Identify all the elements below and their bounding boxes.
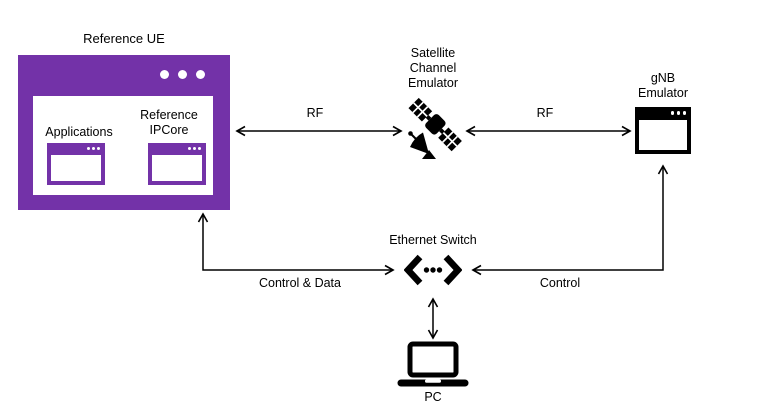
edge-label-control-and-data: Control & Data: [259, 276, 341, 290]
ethernet-switch-label: Ethernet Switch: [389, 233, 477, 247]
gnb-label-line1: gNB: [650, 71, 676, 85]
window-icon: [47, 143, 105, 185]
gnb-emulator-label: gNB Emulator: [623, 71, 703, 101]
gnb-label-line2: Emulator: [637, 85, 689, 100]
reference-ue-title: Reference UE: [83, 31, 165, 46]
edge-label-rf-left: RF: [306, 106, 324, 120]
reference-ue-panel: Applications Reference IPCore: [33, 96, 213, 195]
window-body: [51, 155, 101, 181]
window-icon: [635, 107, 691, 154]
window-dots-icon: [188, 147, 201, 150]
edge-control: [473, 166, 663, 270]
reference-ipcore-label: Reference IPCore: [125, 108, 213, 138]
satellite-label-line2: Channel: [409, 60, 457, 75]
satellite-label-line1: Satellite: [410, 46, 456, 60]
reference-ue-window: Applications Reference IPCore: [18, 55, 230, 210]
laptop-icon: [397, 341, 469, 387]
ethernet-switch-icon: [404, 254, 462, 286]
edge-label-control: Control: [539, 276, 581, 290]
window-dots-icon: [670, 111, 686, 115]
reference-ipcore-line2: IPCore: [149, 122, 189, 137]
pc-label: PC: [424, 390, 442, 404]
applications-label: Applications: [45, 125, 113, 139]
window-icon: [148, 143, 206, 185]
satellite-icon: [408, 97, 462, 159]
satellite-channel-emulator-label: Satellite Channel Emulator: [385, 46, 481, 90]
reference-ipcore-line1: Reference: [140, 108, 198, 122]
edge-control-and-data: [203, 214, 393, 270]
window-body: [639, 120, 687, 150]
window-dots-icon: [160, 70, 205, 79]
satellite-label-line3: Emulator: [407, 75, 459, 90]
window-body: [152, 155, 202, 181]
window-dots-icon: [87, 147, 100, 150]
edge-label-rf-right: RF: [536, 106, 554, 120]
